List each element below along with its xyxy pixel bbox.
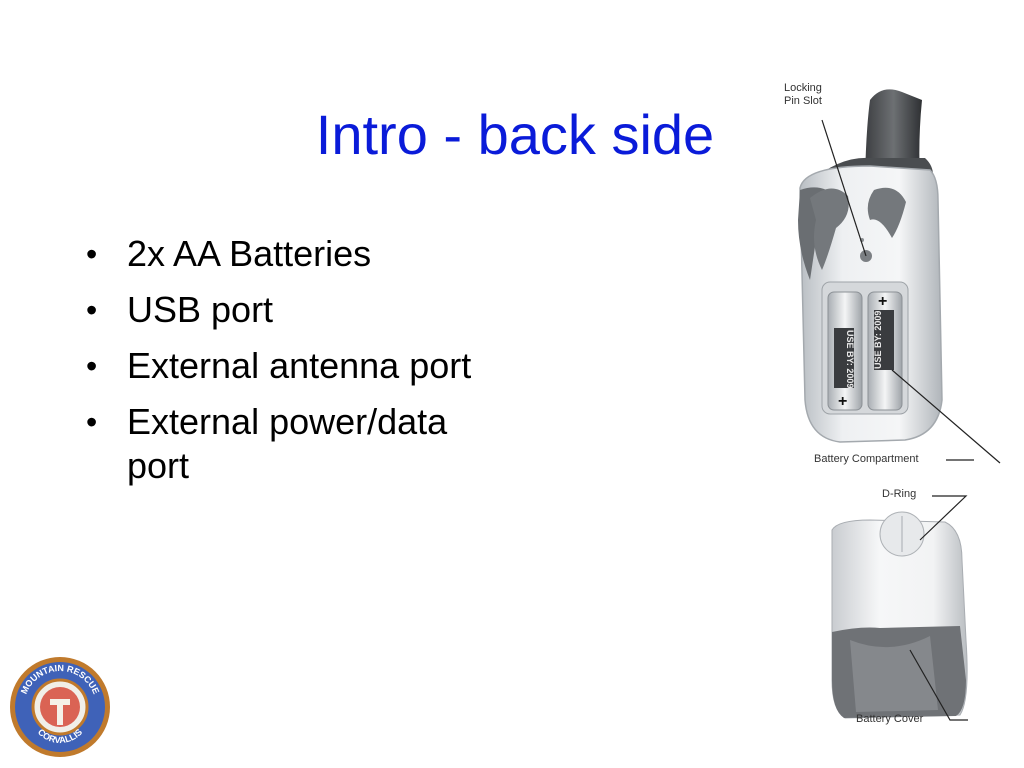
- logo-patch: MOUNTAIN RESCUE CORVALLIS: [10, 657, 110, 757]
- bullet-text: External power/data port: [127, 401, 448, 486]
- bullet-item: • External antenna port: [82, 344, 502, 388]
- bullet-dot: •: [86, 292, 98, 328]
- bullet-text: 2x AA Batteries: [127, 233, 372, 274]
- gps-device-illustration: USE BY: 2009 USE BY: 2009 + +: [798, 89, 1001, 721]
- bullet-text: USB port: [127, 289, 274, 330]
- bullet-text: External antenna port: [127, 345, 472, 386]
- bullet-item: • 2x AA Batteries: [82, 232, 502, 276]
- gps-back-figure: USE BY: 2009 USE BY: 2009 + + Locking Pi…: [770, 70, 1020, 760]
- label-d-ring: D-Ring: [882, 488, 917, 500]
- bullet-item: • External power/data port: [82, 400, 502, 488]
- battery-label-left: [834, 328, 854, 388]
- grip-shape: [867, 187, 906, 238]
- bullet-dot: •: [86, 404, 98, 440]
- logo-text-bottom: CORVALLIS: [36, 727, 84, 745]
- plus-sign-right: +: [878, 293, 887, 310]
- leader-line-d-ring: [919, 495, 968, 541]
- battery-label-right: [874, 310, 894, 370]
- label-battery-cover: Battery Cover: [856, 713, 924, 725]
- label-locking-pin-slot: Locking Pin Slot: [784, 82, 822, 108]
- slide-title: Intro - back side: [315, 103, 715, 166]
- leader-line-battery-cover: [909, 649, 968, 721]
- leader-line-locking-pin: [821, 119, 867, 257]
- mountain-rescue-logo: MOUNTAIN RESCUE CORVALLIS: [8, 655, 112, 759]
- bullet-item: • USB port: [82, 288, 502, 332]
- logo-ice-axe-shaft: [57, 699, 63, 725]
- battery-cover-grip-inner: [850, 636, 938, 712]
- bullet-dot: •: [86, 348, 98, 384]
- svg-text:CORVALLIS: CORVALLIS: [36, 727, 84, 745]
- leader-line-battery: [891, 369, 1001, 464]
- label-locking-line1: Locking: [784, 82, 822, 94]
- battery-text-left: USE BY: 2009: [845, 330, 855, 388]
- battery-text-right: USE BY: 2009: [873, 311, 883, 369]
- label-locking-line2: Pin Slot: [784, 95, 822, 107]
- bullet-list: • 2x AA Batteries • USB port • External ant…: [82, 232, 502, 500]
- antenna-shape: [865, 89, 922, 180]
- label-battery-compartment: Battery Compartment: [814, 453, 919, 465]
- plus-sign-left: +: [838, 393, 847, 410]
- bullet-dot: •: [86, 236, 98, 272]
- grip-shape: [810, 188, 849, 270]
